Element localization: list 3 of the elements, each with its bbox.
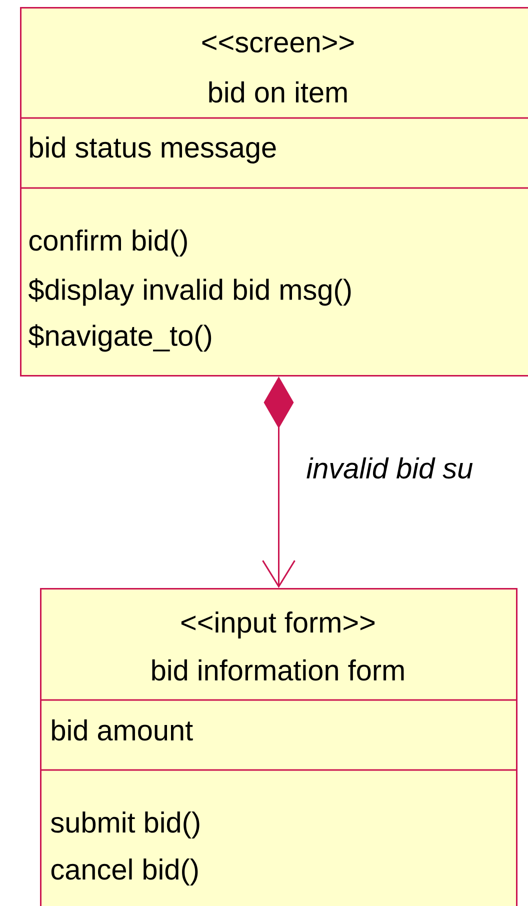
class-box: <<input form>> bid information form bid amount submit bid() cancel bid() xyxy=(40,588,518,906)
class-box: <<screen>> bid on item bid status message confirm bid() $display invalid bid msg() $navigate_to() xyxy=(20,7,528,376)
edge-label: invalid bid su xyxy=(305,456,474,480)
